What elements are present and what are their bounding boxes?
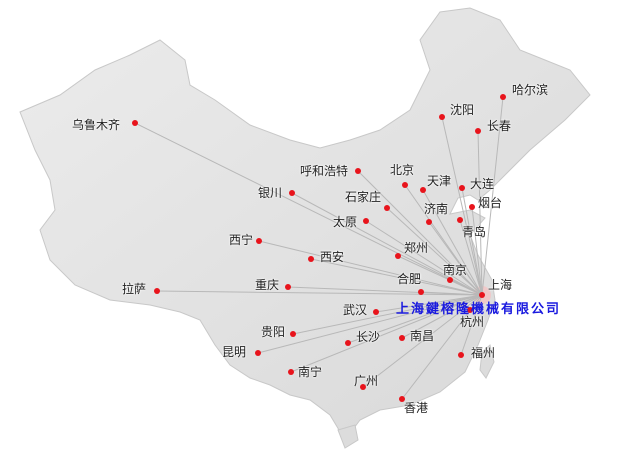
city-dot — [439, 114, 445, 120]
route-line — [357, 170, 483, 296]
city-dot — [399, 335, 405, 341]
route-line — [347, 294, 483, 344]
city-label: 济南 — [424, 202, 449, 216]
city-dot — [363, 218, 369, 224]
city-label: 合肥 — [397, 272, 422, 286]
company-label: 上海鍵榕隆機械有限公司 — [396, 302, 562, 317]
route-line — [292, 294, 483, 335]
city-label: 南宁 — [298, 365, 323, 379]
hainan-outline — [337, 424, 359, 449]
city-dot — [399, 396, 405, 402]
city-label: 郑州 — [404, 241, 429, 255]
city-dot — [420, 187, 426, 193]
city-label: 青岛 — [462, 225, 487, 239]
route-line — [477, 130, 483, 296]
city-label: 武汉 — [343, 303, 368, 317]
city-label: 广州 — [354, 374, 379, 388]
city-dot — [426, 219, 432, 225]
city-dot — [479, 292, 485, 298]
city-label: 哈尔滨 — [512, 83, 549, 97]
city-label: 贵阳 — [261, 325, 286, 339]
city-label: 长春 — [487, 119, 512, 133]
route-line — [290, 294, 483, 373]
route-line — [420, 291, 483, 296]
city-label: 昆明 — [222, 345, 247, 359]
route-line — [375, 294, 483, 313]
city-dot — [288, 369, 294, 375]
city-label: 杭州 — [460, 315, 485, 329]
route-line — [156, 290, 483, 296]
route-line — [362, 294, 483, 388]
route-line — [471, 206, 483, 296]
city-dot — [355, 168, 361, 174]
city-label: 西安 — [320, 250, 345, 264]
city-dot — [308, 256, 314, 262]
city-dot — [457, 217, 463, 223]
route-line — [460, 294, 483, 356]
city-dot — [255, 350, 261, 356]
city-dot — [290, 331, 296, 337]
city-dot — [458, 352, 464, 358]
city-dot — [447, 277, 453, 283]
city-label: 长沙 — [356, 330, 381, 344]
route-line — [461, 187, 483, 296]
city-dot — [132, 120, 138, 126]
city-label: 乌鲁木齐 — [72, 118, 121, 132]
city-dot — [418, 289, 424, 295]
city-dot — [467, 307, 473, 313]
city-label: 天津 — [427, 174, 452, 188]
city-dot — [384, 205, 390, 211]
taiwan-outline — [479, 344, 495, 379]
city-label: 北京 — [390, 163, 415, 177]
route-line — [134, 122, 483, 296]
city-label: 烟台 — [478, 196, 503, 210]
route-line — [310, 258, 483, 296]
route-line — [459, 219, 483, 296]
city-label: 重庆 — [255, 278, 280, 292]
city-label: 上海 — [488, 278, 513, 292]
city-label: 大连 — [470, 177, 495, 191]
city-label: 呼和浩特 — [300, 164, 349, 178]
city-dot — [373, 309, 379, 315]
city-label: 石家庄 — [345, 190, 382, 204]
city-label: 香港 — [404, 401, 429, 415]
route-line — [257, 294, 483, 354]
route-line — [386, 207, 483, 296]
route-line — [428, 221, 483, 296]
route-line — [422, 189, 483, 296]
city-dot — [475, 128, 481, 134]
city-label: 南昌 — [410, 329, 435, 343]
city-dot — [459, 185, 465, 191]
city-dot — [256, 238, 262, 244]
city-dot — [402, 182, 408, 188]
city-dot — [289, 190, 295, 196]
china-outline — [19, 7, 591, 441]
route-line — [401, 294, 483, 339]
city-label: 太原 — [333, 215, 358, 229]
city-dot — [469, 204, 475, 210]
city-label: 银川 — [258, 186, 283, 200]
city-dot — [360, 384, 366, 390]
city-dot — [500, 94, 506, 100]
city-label: 拉萨 — [122, 282, 147, 296]
city-label: 沈阳 — [450, 103, 475, 117]
route-line — [449, 279, 483, 296]
city-dot — [345, 340, 351, 346]
city-dot — [395, 253, 401, 259]
route-line — [365, 220, 483, 296]
route-line — [258, 240, 483, 296]
city-label: 南京 — [443, 263, 468, 277]
city-label: 福州 — [471, 346, 496, 360]
city-dot — [154, 288, 160, 294]
route-line — [441, 116, 483, 296]
route-line — [481, 96, 504, 296]
city-dot — [285, 284, 291, 290]
city-label: 西宁 — [229, 233, 254, 247]
